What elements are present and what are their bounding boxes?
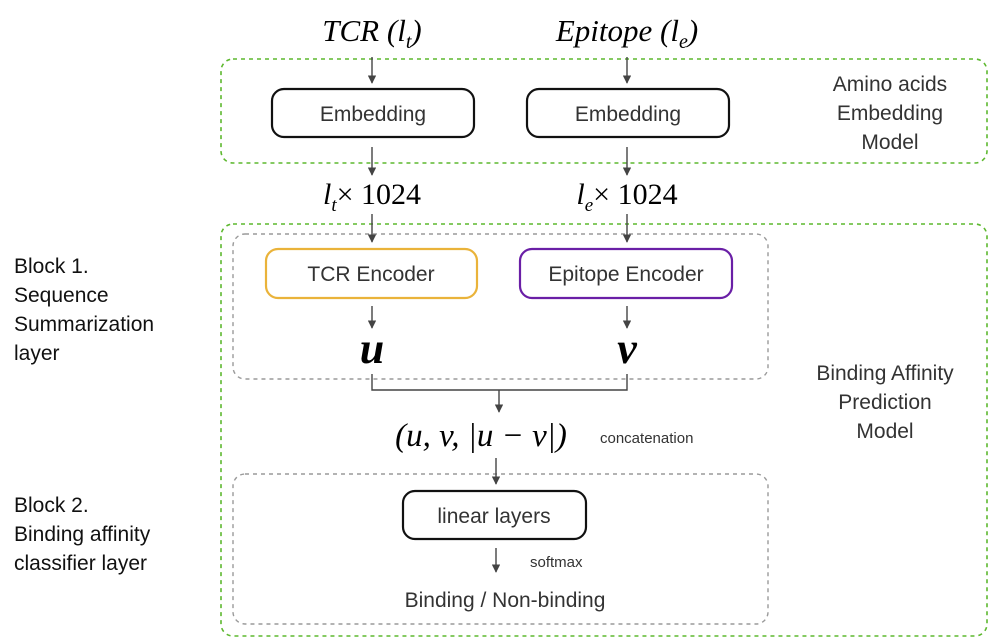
linear-layers-box (401, 489, 588, 541)
linear-layers-label: linear layers (437, 505, 550, 528)
concat-formula: (u, v, |u − v|) (395, 418, 567, 454)
epitope-dim-label: le× 1024 (576, 178, 677, 216)
embedding-model-label-line: Amino acids (832, 73, 948, 96)
v-vector-symbol: v (617, 324, 637, 373)
prediction-model-label-line: Prediction (838, 391, 932, 414)
epitope-input-label: Epitope (le) (555, 13, 698, 53)
block2-label: Block 2. Binding affinity classifier lay… (14, 491, 150, 578)
tcr-embedding-label: Embedding (320, 103, 426, 126)
block1-container (232, 233, 769, 380)
epitope-encoder-box (518, 247, 734, 300)
binding-output-label: Binding / Non-binding (405, 589, 606, 612)
block2-label-line: Block 2. (14, 494, 89, 517)
block2-container (232, 473, 769, 625)
embedding-model-label-line: Embedding (836, 102, 944, 125)
prediction-model-label-line: Binding Affinity (816, 362, 954, 385)
block1-label-line: layer (14, 342, 60, 365)
block1-label-line: Sequence (14, 284, 109, 307)
block1-label-line: Summarization (14, 313, 155, 336)
embedding-model-label-line: Model (861, 131, 919, 154)
epitope-embedding-box (525, 87, 731, 139)
merge-connector (371, 374, 628, 391)
prediction-model-container (220, 223, 988, 637)
prediction-model-label: Binding Affinity Prediction Model (790, 359, 980, 446)
tcr-encoder-box (264, 247, 479, 300)
block2-label-line: Binding affinity (14, 523, 151, 546)
block1-label-line: Block 1. (14, 255, 89, 278)
embedding-model-container (220, 58, 988, 164)
epitope-encoder-label: Epitope Encoder (548, 263, 703, 286)
epitope-embedding-label: Embedding (575, 103, 681, 126)
tcr-embedding-box (270, 87, 476, 139)
tcr-encoder-label: TCR Encoder (307, 263, 434, 286)
block1-label: Block 1. Sequence Summarization layer (14, 252, 154, 368)
u-vector-symbol: u (360, 324, 384, 373)
embedding-model-label: Amino acids Embedding Model (800, 70, 980, 157)
tcr-input-label: TCR (lt) (322, 13, 421, 53)
block2-label-line: classifier layer (14, 552, 148, 575)
softmax-label: softmax (530, 554, 583, 571)
concat-note: concatenation (600, 430, 693, 447)
prediction-model-label-line: Model (856, 420, 914, 443)
tcr-dim-label: lt× 1024 (323, 178, 421, 216)
